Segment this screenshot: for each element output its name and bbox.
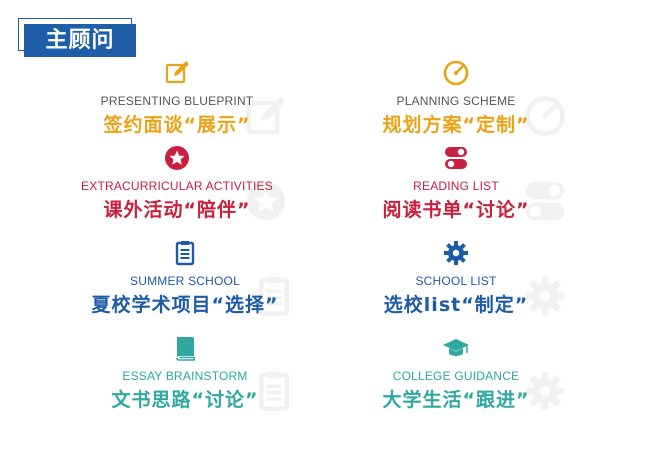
item-cn-label: 签约面谈“展示” (103, 114, 251, 136)
item-en-label: PLANNING SCHEME (396, 94, 516, 108)
clipboard-watermark-icon (250, 272, 298, 320)
item-college-guidance: COLLEGE GUIDANCE 大学生活“跟进” (351, 333, 565, 423)
item-en-label: COLLEGE GUIDANCE (392, 369, 520, 383)
item-en-label: READING LIST (413, 179, 499, 193)
item-en-label: ESSAY BRAINSTORM (122, 369, 248, 383)
toggle-icon (441, 143, 471, 173)
gauge-icon (441, 58, 471, 88)
item-cn-label: 选校list“制定” (383, 294, 529, 316)
item-cn-label: 文书思路“讨论” (111, 389, 259, 411)
edit-icon (162, 58, 192, 88)
toggle-watermark-icon (521, 177, 569, 225)
item-cn-label: 大学生活“跟进” (382, 389, 530, 411)
star-watermark-icon (242, 177, 290, 225)
gear-watermark-icon (521, 367, 569, 415)
edit-watermark-icon (242, 92, 290, 140)
item-essay-brainstorm: ESSAY BRAINSTORM 文书思路“讨论” (80, 333, 290, 423)
item-presenting-blueprint: PRESENTING BLUEPRINT 签约面谈“展示” (72, 58, 286, 148)
clipboard-watermark-icon (250, 367, 298, 415)
item-en-label: PRESENTING BLUEPRINT (100, 94, 254, 108)
item-cn-label: 课外活动“陪伴” (103, 199, 251, 221)
clipboard-icon (170, 238, 200, 268)
gauge-watermark-icon (521, 92, 569, 140)
gear-watermark-icon (521, 272, 569, 320)
star-icon (162, 143, 192, 173)
item-planning-scheme: PLANNING SCHEME 规划方案“定制” (351, 58, 565, 148)
item-cn-label: 规划方案“定制” (382, 114, 530, 136)
item-en-label: SUMMER SCHOOL (130, 274, 240, 288)
item-reading-list: READING LIST 阅读书单“讨论” (351, 143, 565, 233)
item-en-label: EXTRACURRICULAR ACTIVITIES (81, 179, 273, 193)
item-school-list: SCHOOL LIST 选校list“制定” (351, 238, 565, 328)
page-title: 主顾问 (24, 24, 136, 57)
item-cn-label: 夏校学术项目“选择” (91, 294, 279, 316)
item-en-label: SCHOOL LIST (415, 274, 497, 288)
graduation-cap-icon (441, 333, 471, 363)
item-extracurricular-activities: EXTRACURRICULAR ACTIVITIES 课外活动“陪伴” (72, 143, 286, 233)
book-icon (170, 333, 200, 363)
item-summer-school: SUMMER SCHOOL 夏校学术项目“选择” (80, 238, 290, 328)
item-cn-label: 阅读书单“讨论” (382, 199, 530, 221)
gear-icon (441, 238, 471, 268)
